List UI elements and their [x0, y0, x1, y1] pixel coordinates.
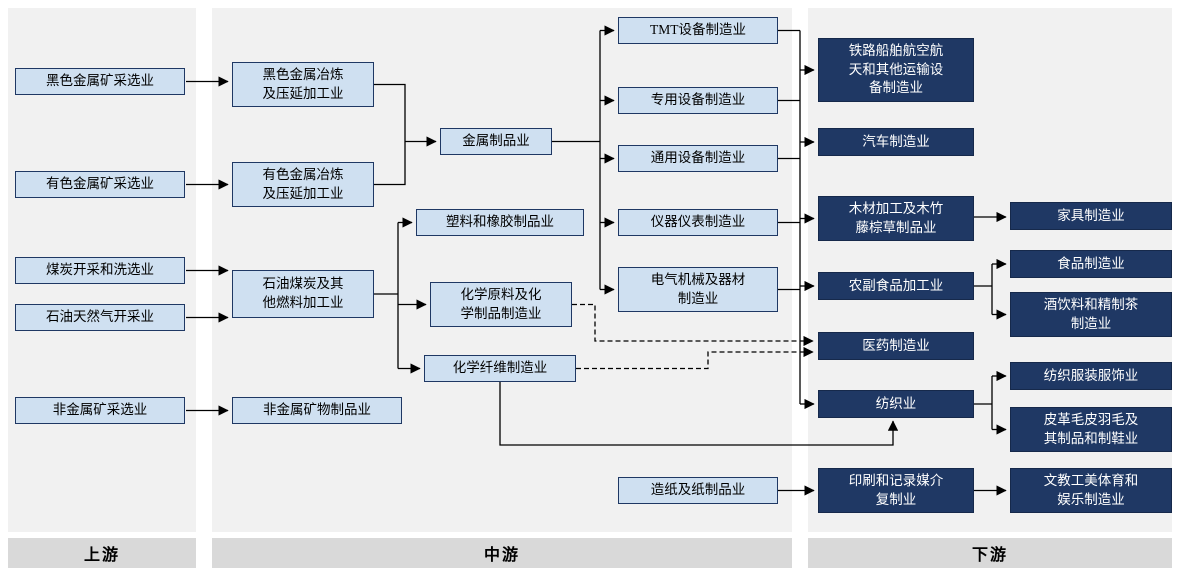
midstream-band: 中游	[212, 538, 792, 568]
node-nonferrous-mining: 有色金属矿采选业	[15, 171, 185, 198]
node-printing: 印刷和记录媒介 复制业	[818, 468, 974, 513]
node-instruments: 仪器仪表制造业	[618, 209, 778, 236]
node-beverage-tea: 酒饮料和精制茶 制造业	[1010, 292, 1172, 337]
downstream-band-label: 下游	[971, 547, 1008, 564]
node-ferrous-mining: 黑色金属矿采选业	[15, 68, 185, 95]
node-tmt-equipment: TMT设备制造业	[618, 17, 778, 44]
node-plastic-rubber: 塑料和橡胶制品业	[416, 209, 584, 236]
node-nonmetal-mining: 非金属矿采选业	[15, 397, 185, 424]
node-agri-food: 农副食品加工业	[818, 272, 974, 300]
node-ferrous-smelting: 黑色金属冶炼 及压延加工业	[232, 62, 374, 107]
node-automobile: 汽车制造业	[818, 128, 974, 156]
downstream-band: 下游	[808, 538, 1172, 568]
node-electrical-machinery: 电气机械及器材 制造业	[618, 267, 778, 312]
node-oil-gas-extraction: 石油天然气开采业	[15, 304, 185, 331]
upstream-band-label: 上游	[83, 547, 120, 564]
node-special-equipment: 专用设备制造业	[618, 87, 778, 114]
node-fuel-processing: 石油煤炭及其 他燃料加工业	[232, 270, 374, 318]
node-chemical-products: 化学原料及化 学制品制造业	[430, 282, 572, 327]
node-culture-edu: 文教工美体育和 娱乐制造业	[1010, 468, 1172, 513]
node-chemical-fiber: 化学纤维制造业	[424, 355, 576, 382]
node-rail-ship-aero: 铁路船舶航空航 天和其他运输设 备制造业	[818, 38, 974, 102]
node-coal-mining: 煤炭开采和洗选业	[15, 257, 185, 284]
upstream-band: 上游	[8, 538, 196, 568]
node-food-mfg: 食品制造业	[1010, 250, 1172, 278]
node-paper-products: 造纸及纸制品业	[618, 477, 778, 504]
node-leather: 皮革毛皮羽毛及 其制品和制鞋业	[1010, 407, 1172, 452]
node-pharma: 医药制造业	[818, 332, 974, 360]
node-metal-products: 金属制品业	[440, 128, 552, 155]
node-wood-processing: 木材加工及木竹 藤棕草制品业	[818, 196, 974, 241]
node-general-equipment: 通用设备制造业	[618, 145, 778, 172]
node-nonferrous-smelting: 有色金属冶炼 及压延加工业	[232, 162, 374, 207]
node-nonmetal-products: 非金属矿物制品业	[232, 397, 402, 424]
midstream-band-label: 中游	[483, 547, 520, 564]
node-apparel: 纺织服装服饰业	[1010, 362, 1172, 390]
node-furniture: 家具制造业	[1010, 202, 1172, 230]
node-textile: 纺织业	[818, 390, 974, 418]
